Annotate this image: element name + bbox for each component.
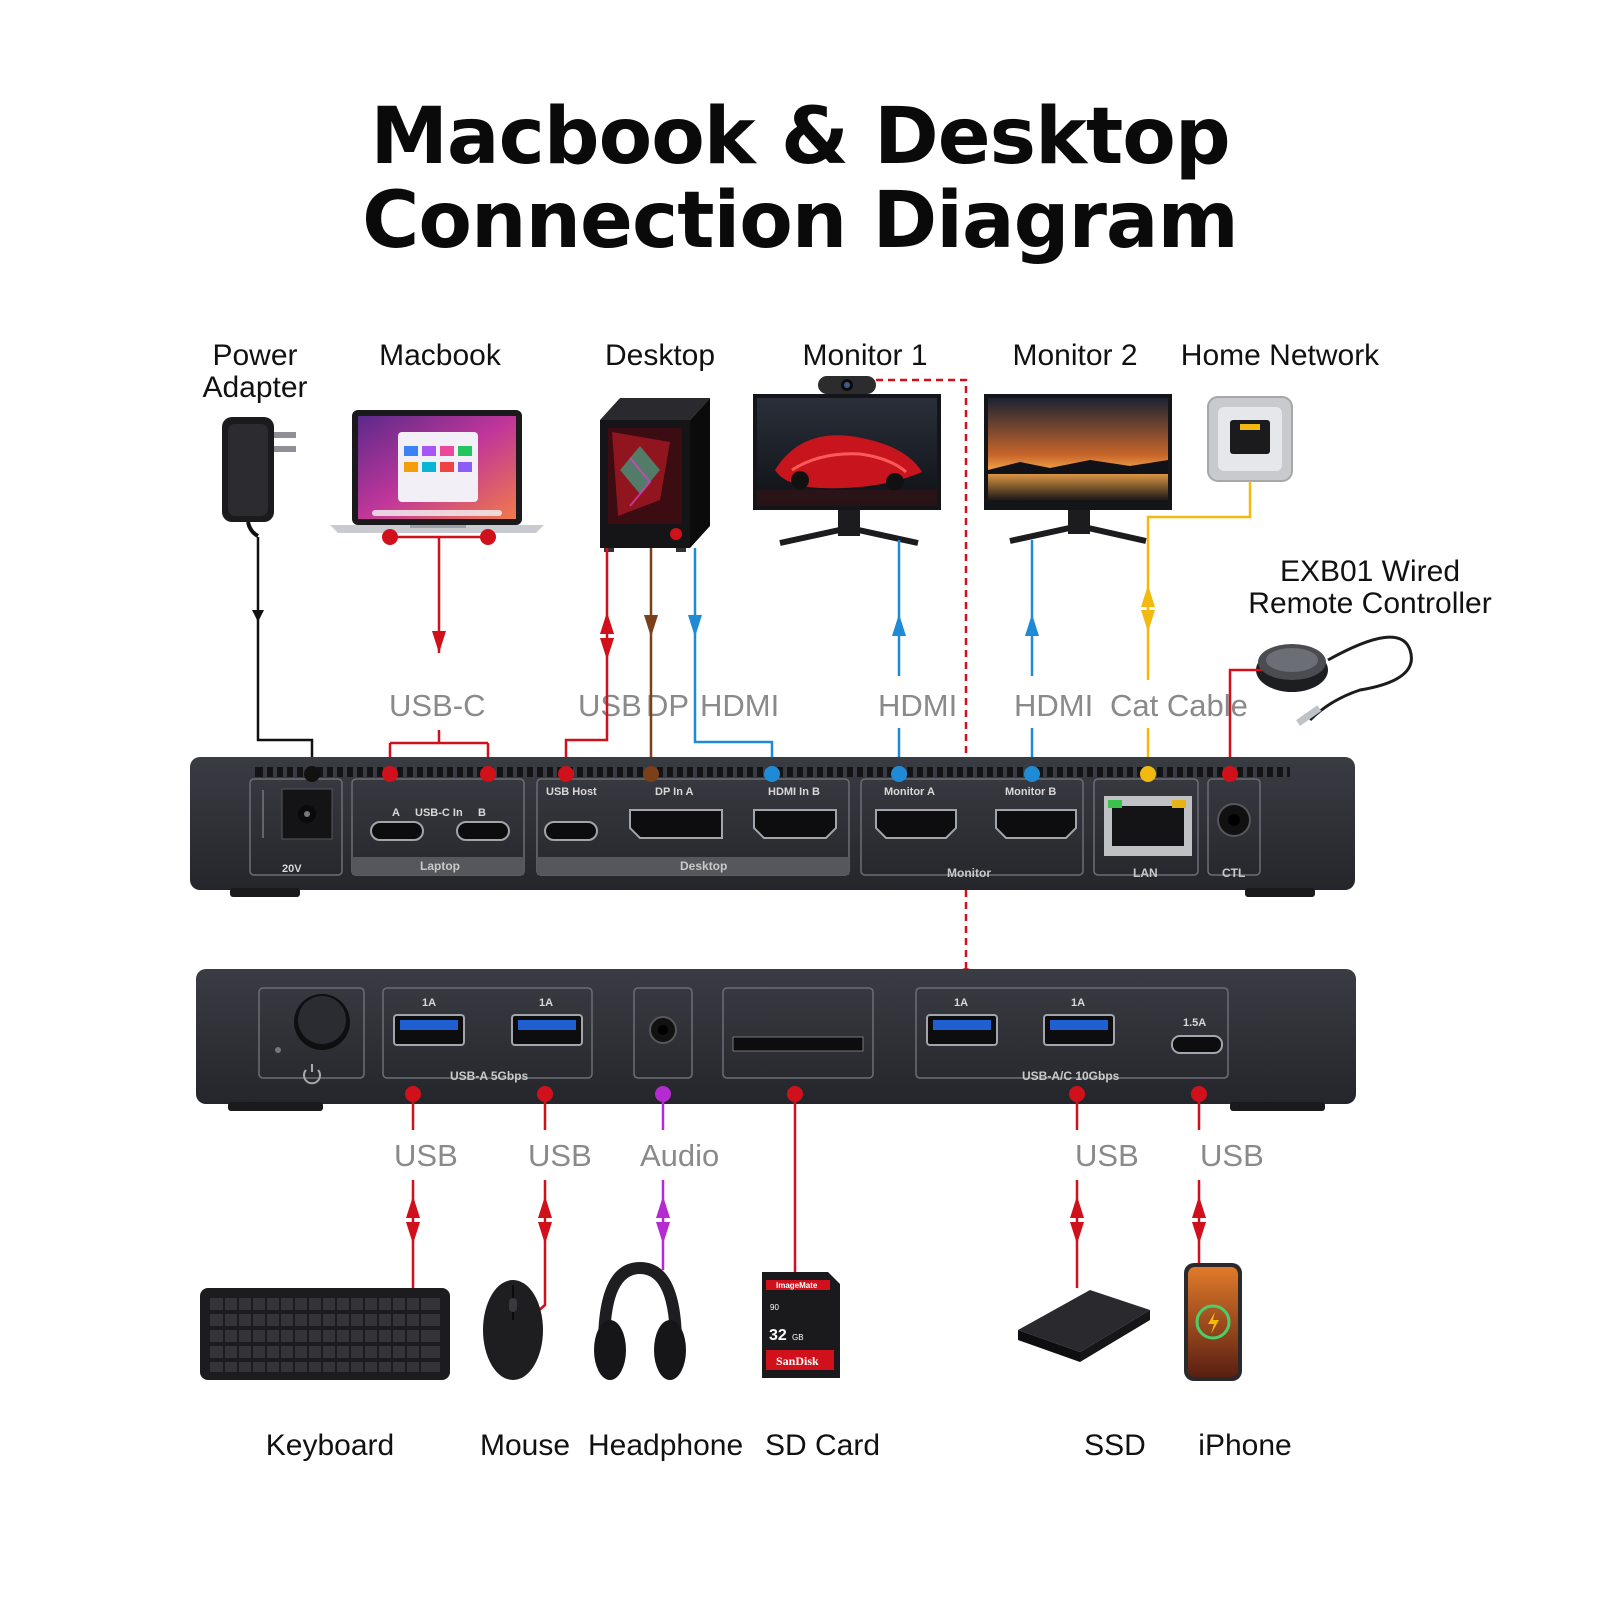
- svg-text:DP In A: DP In A: [655, 786, 694, 798]
- keyboard-icon: [200, 1288, 450, 1380]
- cable-label-usb-mouse: USB: [528, 1138, 592, 1173]
- svg-text:ImageMate: ImageMate: [776, 1281, 818, 1290]
- laptop-section-label: Laptop: [420, 859, 460, 873]
- svg-text:B: B: [478, 807, 486, 819]
- svg-text:SanDisk: SanDisk: [776, 1354, 819, 1368]
- monitor1-label: Monitor 1: [802, 339, 928, 372]
- sdcard-icon: ImageMate 32 GB 90 SanDisk: [762, 1272, 840, 1378]
- svg-text:Monitor B: Monitor B: [1005, 786, 1056, 798]
- svg-text:1A: 1A: [539, 997, 553, 1009]
- iphone-label: iPhone: [1198, 1429, 1292, 1462]
- headphone-icon: [594, 1261, 686, 1380]
- usbac-10gbps-label: USB-A/C 10Gbps: [1022, 1069, 1120, 1083]
- svg-text:1A: 1A: [954, 997, 968, 1009]
- svg-text:LAN: LAN: [1133, 866, 1158, 880]
- monitor2-icon: [984, 394, 1172, 544]
- sdcard-label: SD Card: [764, 1429, 881, 1462]
- svg-text:1A: 1A: [1071, 997, 1085, 1009]
- svg-text:USB-C In: USB-C In: [415, 807, 463, 819]
- cable-label-dp: DP: [646, 688, 690, 723]
- svg-text:1.5A: 1.5A: [1183, 1017, 1206, 1029]
- svg-text:32: 32: [769, 1327, 787, 1344]
- title-line-1: Macbook & Desktop: [370, 92, 1230, 182]
- desktop-label: Desktop: [604, 339, 716, 372]
- mouse-icon: [483, 1280, 543, 1380]
- remote-controller-label: EXB01 Wired Remote Controller: [1248, 555, 1492, 620]
- cable-label-hdmi-desktop: HDMI: [700, 688, 780, 723]
- cable-label-usb-host: USB: [578, 688, 642, 723]
- monitor1-icon: [753, 376, 941, 546]
- cable-label-hdmi-monitor1: HDMI: [878, 688, 958, 723]
- cable-label-usb-ssd: USB: [1075, 1138, 1139, 1173]
- svg-text:GB: GB: [792, 1333, 804, 1342]
- cable-label-usb-keyboard: USB: [394, 1138, 458, 1173]
- power-adapter-label: Power Adapter: [202, 339, 308, 404]
- ssd-label: SSD: [1084, 1429, 1146, 1462]
- desktop-icon: [600, 398, 710, 552]
- svg-text:A: A: [392, 807, 400, 819]
- headphone-label: Headphone: [588, 1429, 744, 1462]
- desktop-section-label: Desktop: [680, 859, 727, 873]
- power-adapter-icon: [222, 417, 296, 538]
- dock-front-panel: USB-A 5Gbps 1A 1A USB-A/C 10Gbps 1A 1A 1…: [196, 969, 1356, 1111]
- cable-label-usb-iphone: USB: [1200, 1138, 1264, 1173]
- svg-text:1A: 1A: [422, 997, 436, 1009]
- keyboard-label: Keyboard: [265, 1429, 395, 1462]
- svg-text:USB Host: USB Host: [546, 786, 597, 798]
- svg-text:CTL: CTL: [1222, 866, 1245, 880]
- svg-text:Monitor A: Monitor A: [884, 786, 935, 798]
- svg-text:90: 90: [770, 1303, 779, 1312]
- macbook-label: Macbook: [379, 339, 501, 372]
- usba-5gbps-label: USB-A 5Gbps: [450, 1069, 529, 1083]
- svg-text:HDMI In B: HDMI In B: [768, 786, 820, 798]
- cable-label-cat: Cat Cable: [1110, 688, 1248, 723]
- mouse-label: Mouse: [479, 1429, 571, 1462]
- power-port-label: 20V: [282, 863, 302, 875]
- cable-label-audio: Audio: [640, 1138, 720, 1173]
- iphone-icon: [1184, 1263, 1242, 1381]
- title-line-2: Connection Diagram: [362, 176, 1239, 266]
- remote-controller-icon: [1256, 635, 1413, 726]
- monitor-section-label: Monitor: [947, 866, 991, 880]
- home-network-label: Home Network: [1180, 339, 1380, 372]
- cable-label-hdmi-monitor2: HDMI: [1014, 688, 1094, 723]
- macbook-icon: [330, 410, 544, 533]
- monitor2-label: Monitor 2: [1012, 339, 1138, 372]
- ethernet-socket-icon: [1207, 396, 1293, 482]
- dock-rear-panel: 20V Laptop A USB-C In B Desktop USB Host…: [190, 757, 1355, 897]
- page-title: Macbook & Desktop Connection Diagram: [0, 95, 1600, 263]
- ssd-icon: [1018, 1290, 1150, 1362]
- cable-label-usbc: USB-C: [389, 688, 486, 723]
